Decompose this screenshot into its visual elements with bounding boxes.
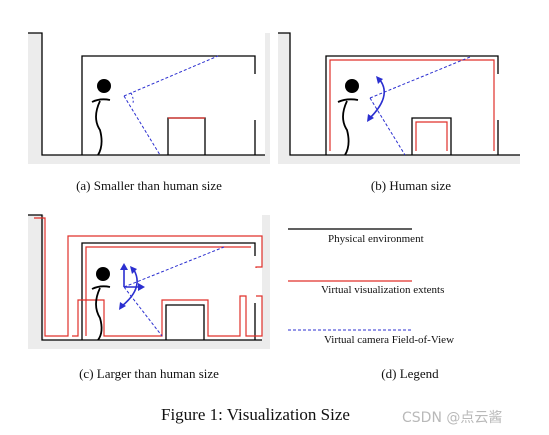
panel-c-axis-arrows <box>123 268 140 288</box>
caption-a: (a) Smaller than human size <box>76 178 222 193</box>
panel-c-arrowhead-up <box>120 263 128 270</box>
panel-a <box>28 32 270 164</box>
panel-b-arrowhead-bottom <box>367 114 374 122</box>
legend-virtual-label: Virtual visualization extents <box>321 284 445 296</box>
watermark: CSDN @点云酱 <box>402 410 503 426</box>
legend-physical-label: Physical environment <box>328 233 424 245</box>
panel-a-physical-walls <box>28 32 265 156</box>
caption-d: (d) Legend <box>381 366 439 381</box>
panel-c-rotation-arrow <box>121 269 138 307</box>
panel-b-virtual-extents <box>329 59 495 151</box>
panel-b-head <box>345 79 359 93</box>
panel-b <box>278 32 520 164</box>
panel-c-arrowhead-bottom <box>119 302 126 310</box>
panel-c-physical-walls <box>28 214 262 341</box>
panel-c-virtual-extents <box>34 217 263 337</box>
legend-camera-label: Virtual camera Field-of-View <box>324 334 455 346</box>
caption-b: (b) Human size <box>370 178 452 193</box>
panel-c-head <box>96 267 110 281</box>
panel-b-camera-fov <box>369 56 471 156</box>
panel-c <box>28 214 270 349</box>
panel-b-rotation-arrow <box>369 79 386 119</box>
panel-c-room-interior <box>44 215 262 340</box>
panel-d-legend <box>288 228 412 331</box>
panel-b-physical-walls <box>278 32 520 156</box>
panel-a-room-interior <box>42 33 265 155</box>
panel-c-body <box>91 285 111 341</box>
panel-b-room-interior <box>290 33 520 155</box>
panel-c-camera-fov <box>123 246 225 337</box>
panel-a-camera-fov <box>123 55 219 156</box>
caption-c: (c) Larger than human size <box>79 366 219 381</box>
panel-c-arrowhead-right <box>138 283 145 291</box>
panel-a-body <box>91 98 111 156</box>
panel-b-arrowhead-top <box>376 76 383 84</box>
panel-b-body <box>337 98 359 156</box>
panel-c-arrowhead-top <box>130 266 137 274</box>
panel-a-head <box>97 79 111 93</box>
panel-a-fov-arc <box>130 92 134 104</box>
figure-title: Figure 1: Visualization Size <box>161 405 350 424</box>
